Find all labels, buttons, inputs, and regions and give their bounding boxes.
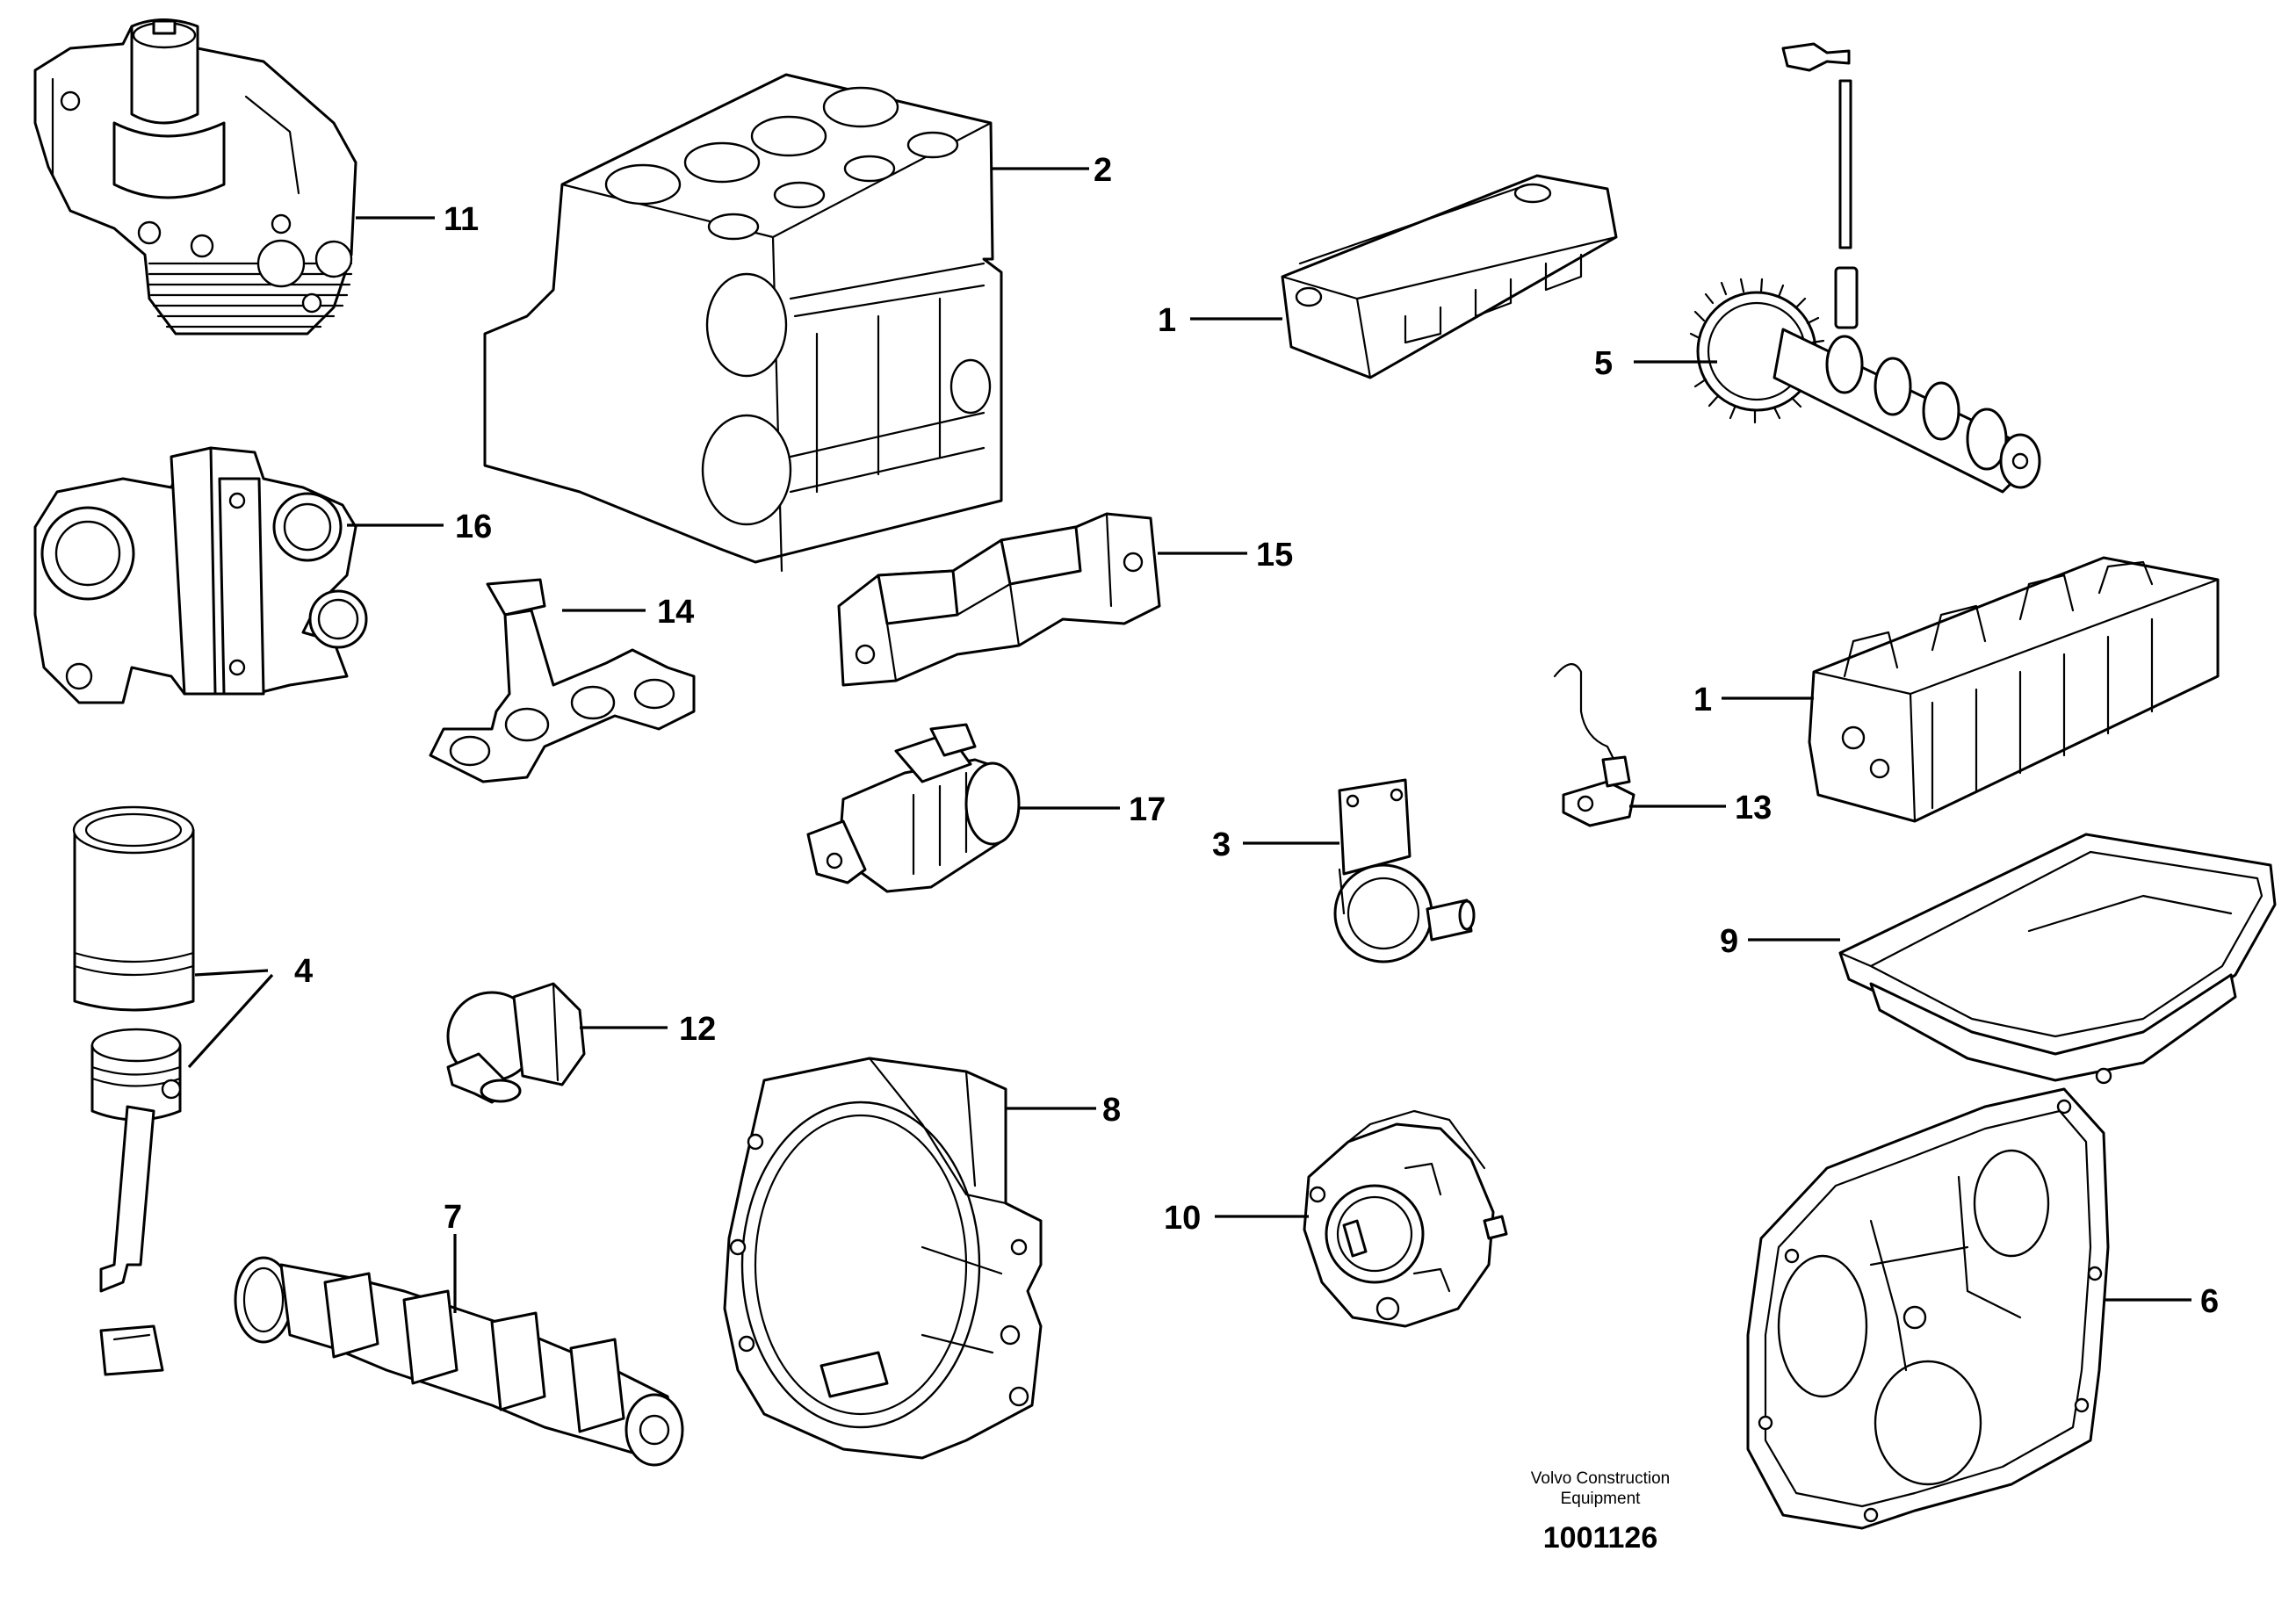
part-piston-assembly (72, 805, 195, 1376)
part-timing-gear-casing (1746, 1087, 2110, 1530)
callout-17: 17 (1129, 791, 1166, 828)
part-oil-pump (1333, 778, 1476, 963)
drawing-number: 1001126 (1543, 1521, 1658, 1555)
callout-3: 3 (1212, 826, 1231, 863)
callout-11: 11 (444, 201, 479, 238)
part-intake-manifold (837, 512, 1161, 687)
callout-4: 4 (294, 953, 313, 990)
callout-9: 9 (1720, 923, 1738, 960)
part-sensor (1553, 663, 1635, 827)
callout-14: 14 (657, 594, 694, 631)
company-name-line1: Volvo Construction (1531, 1469, 1670, 1488)
part-oil-sump (1838, 833, 2277, 1085)
callout-7: 7 (444, 1199, 462, 1236)
part-flywheel-housing (723, 1057, 1043, 1460)
part-cylinder-block (483, 73, 1003, 573)
part-camshaft-assembly (1689, 42, 2041, 494)
callout-1-cover: 1 (1158, 302, 1176, 339)
callout-5: 5 (1594, 345, 1613, 382)
callout-2: 2 (1094, 152, 1112, 189)
part-valve-cover (1281, 174, 1618, 379)
callout-12: 12 (679, 1011, 716, 1048)
callout-10: 10 (1164, 1200, 1201, 1237)
callout-16: 16 (455, 509, 492, 545)
part-crankshaft (234, 1256, 684, 1467)
part-alternator (1303, 1109, 1508, 1328)
leader-4 (187, 969, 274, 1069)
part-starter-motor (806, 723, 1021, 893)
callout-6: 6 (2200, 1283, 2219, 1320)
part-exhaust-manifold (429, 578, 696, 783)
callout-13: 13 (1735, 790, 1772, 826)
callout-15: 15 (1256, 537, 1293, 574)
callout-8: 8 (1102, 1092, 1121, 1129)
part-cylinder-head (1808, 556, 2220, 823)
part-oil-filter-housing (33, 18, 357, 336)
company-name-line2: Equipment (1561, 1490, 1642, 1508)
callout-1-head: 1 (1693, 682, 1712, 718)
part-water-pump-housing (33, 446, 368, 704)
part-thermostat (446, 982, 586, 1104)
